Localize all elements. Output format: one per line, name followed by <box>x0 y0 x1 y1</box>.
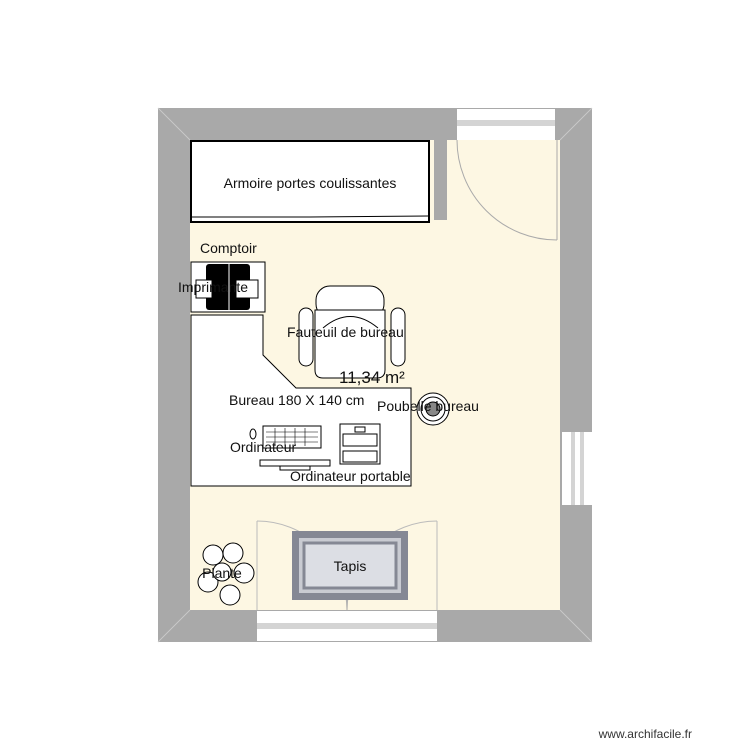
laptop-label: Ordinateur portable <box>290 468 411 484</box>
desk-label: Bureau 180 X 140 cm <box>229 392 364 408</box>
trash-label: Poubelle bureau <box>377 398 479 414</box>
watermark: www.archifacile.fr <box>598 727 692 741</box>
wardrobe[interactable]: Armoire portes coulissantes <box>190 140 430 223</box>
printer[interactable]: Imprimante Comptoir <box>178 240 266 313</box>
rug[interactable]: Tapis <box>292 531 408 610</box>
area-label: 11,34 m² <box>339 368 405 387</box>
rug-label: Tapis <box>334 558 367 574</box>
chair-label: Fauteuil de bureau <box>287 324 404 340</box>
mouse-icon <box>249 428 257 440</box>
top-door[interactable] <box>456 109 558 241</box>
plant-label: Plante <box>202 565 242 581</box>
bottom-door[interactable] <box>256 520 438 641</box>
trash-bin[interactable]: Poubelle bureau <box>377 392 479 426</box>
right-window <box>562 432 592 505</box>
plant[interactable]: Plante <box>197 542 255 606</box>
office-chair[interactable]: Fauteuil de bureau <box>287 285 406 379</box>
wall-corner-lines <box>157 107 593 643</box>
pillar <box>434 140 447 220</box>
computer[interactable]: Ordinateur <box>230 425 331 471</box>
printer-label: Imprimante <box>178 279 248 295</box>
wardrobe-label: Armoire portes coulissantes <box>224 175 397 191</box>
computer-label: Ordinateur <box>230 439 296 455</box>
printer-overlap-label: Comptoir <box>200 240 257 256</box>
laptop[interactable]: Ordinateur portable <box>290 423 411 484</box>
